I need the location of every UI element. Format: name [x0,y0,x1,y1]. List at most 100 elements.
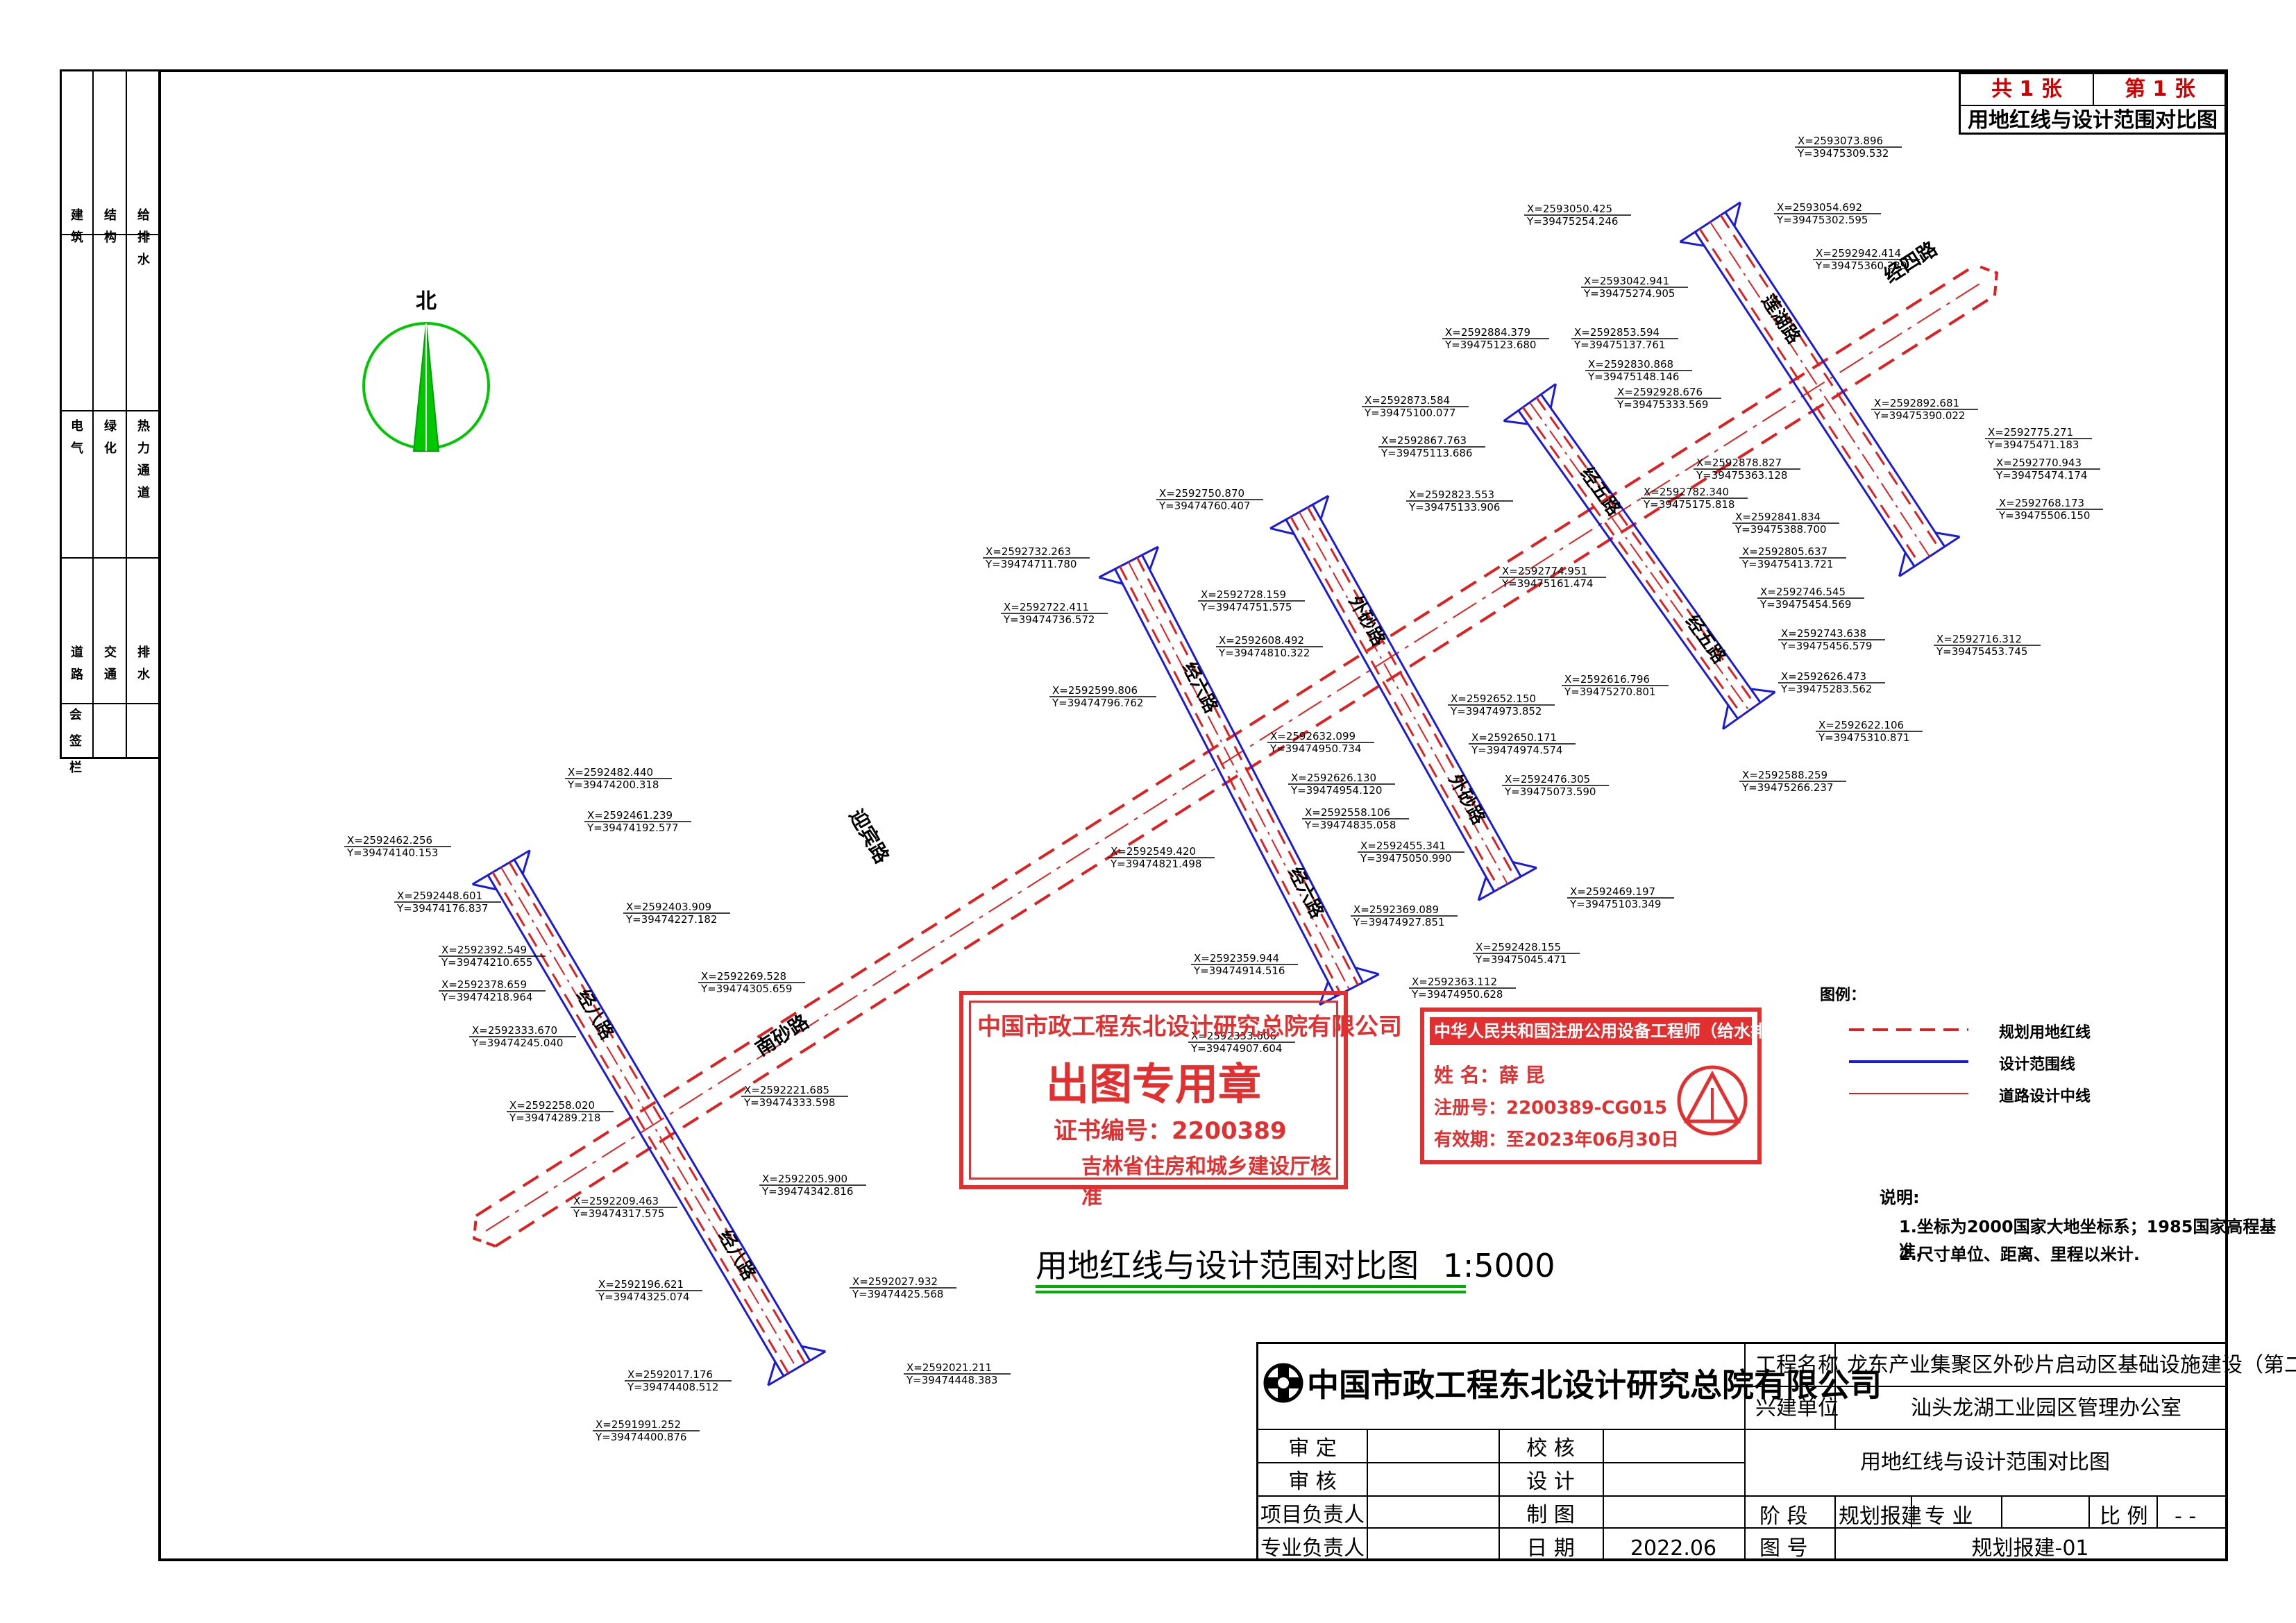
signoff-label: 道路 [69,645,83,690]
design-range-line [1540,393,1762,704]
coord-y: Y=39475363.128 [1696,469,1787,482]
redline-cross [1306,507,1517,880]
signature-cell: 2022.06 [1630,1536,1717,1561]
redline-cross [1698,228,1921,564]
sheet-title: 用地红线与设计范围对比图 [1968,108,2218,133]
signoff-label: 建筑 [69,208,83,253]
centerline-cross [500,867,797,1369]
legend-item-redline: 规划用地红线 [1999,1024,2091,1042]
north-arrow: 北 [362,289,490,452]
coord-y: Y=39475270.801 [1564,686,1655,698]
sheet-current: 第 1 张 [2125,77,2195,101]
coord-x: X=2592652.150 [1451,692,1536,705]
coord-y: Y=39474954.120 [1290,784,1382,797]
coord-x: X=2593050.425 [1527,203,1612,215]
centerline-main [485,280,1986,1232]
coord-x: X=2592369.089 [1353,903,1439,916]
coord-x: X=2592476.305 [1505,773,1590,785]
discipline-label: 专 业 [1925,1504,1973,1529]
design-range-line [1114,568,1337,997]
sheet-total: 共 1 张 [1961,74,2094,105]
coord-x: X=2592269.528 [701,970,786,983]
coord-y: Y=39474227.182 [625,913,717,926]
coord-x: X=2592616.796 [1564,673,1650,686]
coord-x: X=2592942.414 [1816,247,1901,260]
centerline-cross [1529,402,1750,711]
coord-x: X=2592768.173 [1999,497,2084,509]
coord-y: Y=39474751.575 [1200,601,1292,613]
coord-x: X=2592363.112 [1412,976,1497,988]
coord-y: Y=39474176.837 [396,902,488,915]
coord-y: Y=39474796.762 [1052,697,1143,709]
coord-x: X=2592403.909 [626,901,711,913]
centerline-cross [1299,511,1508,885]
coord-y: Y=39474317.575 [573,1207,664,1220]
redline-cross [1119,566,1342,995]
design-range-end [1722,691,1776,730]
coord-y: Y=39474408.512 [627,1381,718,1393]
road-label: 经六路 [1284,864,1328,922]
coord-y: Y=39474192.577 [586,822,678,834]
coord-x: X=2592928.676 [1617,386,1703,398]
coord-x: X=2592626.130 [1291,772,1376,784]
redline-cross [1719,214,1941,550]
coord-x: X=2592782.340 [1644,486,1729,498]
coord-y: Y=39475100.077 [1364,407,1455,419]
design-range-line [487,874,785,1377]
coord-x: X=2592359.944 [1194,952,1279,965]
coord-y: Y=39475388.700 [1734,523,1826,536]
coord-x: X=2592728.159 [1201,588,1286,601]
coord-y: Y=39475133.906 [1408,501,1500,513]
coord-y: Y=39475161.474 [1501,577,1593,590]
redline-cross [508,862,807,1364]
coord-y: Y=39475148.146 [1587,371,1679,383]
signoff-label: 电气 [69,419,83,464]
coord-x: X=2592588.259 [1742,769,1827,781]
north-label: 北 [416,289,437,314]
redline-main [475,264,1977,1217]
coord-x: X=2592258.020 [509,1099,595,1112]
coord-y: Y=39475456.579 [1780,640,1872,652]
coord-x: X=2592549.420 [1111,845,1196,858]
coord-x: X=2592608.492 [1219,634,1304,647]
notes-line-1: 1.坐标为2000国家大地坐标系；1985国家高程基准. [1899,1217,2277,1261]
coord-x: X=2592333.670 [472,1024,557,1037]
centerline-cross [1710,221,1930,557]
redline-main-end [472,1215,496,1248]
coord-x: X=2592448.601 [397,890,482,902]
coord-y: Y=39474325.074 [598,1291,689,1303]
coord-y: Y=39475266.237 [1741,781,1833,794]
coord-y: Y=39475474.174 [1995,469,2087,482]
coord-y: Y=39474711.780 [985,558,1077,570]
redline-cross [1522,407,1744,716]
chart-stamp-issuer: 吉林省住房和城乡建设厅核准 [1081,1155,1331,1209]
title-block: 中国市政工程东北设计研究总院有限公司 工程名称 龙东产业集聚区外砂片启动区基础设… [1256,1342,2296,1561]
redline-cross [1290,516,1501,890]
coord-y: Y=39474342.816 [761,1185,853,1198]
drawing-scale: 1:5000 [1442,1247,1555,1284]
chart-stamp-cert: 证书编号：2200389 [1054,1117,1287,1145]
coord-x: X=2592746.545 [1760,586,1846,598]
engineer-stamp: 中华人民共和国注册公用设备工程师（给水排水） 姓 名：薛 昆 注册号：22003… [1420,1008,1800,1164]
signature-cell: 审 核 [1288,1470,1337,1494]
design-range-line [513,859,811,1361]
drawing-name: 用地红线与设计范围对比图 [1860,1450,2110,1475]
coord-y: Y=39474927.851 [1353,916,1444,928]
title-underline-2 [1036,1291,1466,1293]
